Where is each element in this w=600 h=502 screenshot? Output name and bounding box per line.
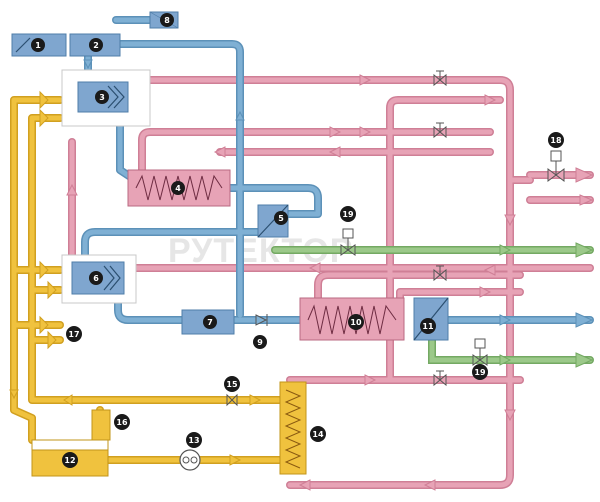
svg-text:15: 15 (226, 380, 238, 389)
arrow-green (575, 242, 594, 258)
valve-18 (547, 150, 565, 182)
number-markers: 1 2 3 4 5 6 7 8 9 10 11 12 13 14 15 16 1… (31, 13, 564, 468)
marker-19-bottom: 19 (472, 364, 488, 380)
svg-text:5: 5 (278, 214, 284, 223)
marker-1: 1 (31, 38, 45, 52)
valve-steam-380 (433, 370, 447, 387)
valves (226, 70, 565, 407)
arrow-green (499, 244, 512, 256)
check-valve-15 (226, 393, 238, 407)
arrow-blue (575, 312, 594, 328)
arrow-pink (484, 94, 497, 106)
arrow-pink (213, 146, 226, 158)
marker-14: 14 (310, 426, 326, 442)
svg-text:10: 10 (350, 318, 362, 327)
components (11, 11, 449, 477)
marker-2: 2 (89, 38, 103, 52)
arrow-yellow (39, 90, 49, 110)
arrow-yellow (9, 389, 19, 400)
svg-text:19: 19 (474, 368, 486, 377)
arrow-pink (359, 126, 372, 138)
arrow-pink (66, 183, 78, 196)
svg-text:13: 13 (188, 436, 199, 445)
arrow-yellow (39, 108, 49, 128)
marker-9: 9 (253, 335, 267, 349)
component-16-box (91, 409, 111, 441)
green-pipes (271, 246, 594, 364)
arrow-pink (359, 74, 372, 86)
marker-13: 13 (186, 432, 202, 448)
marker-3: 3 (95, 90, 109, 104)
marker-16: 16 (114, 414, 130, 430)
arrow-pink (483, 264, 496, 276)
svg-text:19: 19 (342, 210, 354, 219)
valve-19-bottom (472, 338, 488, 366)
arrow-yellow (63, 394, 73, 406)
svg-text:14: 14 (312, 430, 324, 439)
marker-11: 11 (420, 318, 436, 334)
marker-18: 18 (548, 132, 564, 148)
marker-12: 12 (62, 452, 78, 468)
arrow-pink (579, 194, 594, 206)
arrow-yellow (39, 260, 49, 280)
marker-17: 17 (66, 326, 82, 342)
flow-arrows (9, 59, 594, 491)
valve-19-top (340, 228, 356, 256)
arrow-blue (499, 314, 512, 326)
svg-text:11: 11 (422, 322, 434, 331)
marker-6: 6 (89, 271, 103, 285)
svg-text:2: 2 (93, 41, 99, 50)
valve-steam-275 (433, 265, 447, 282)
svg-text:1: 1 (35, 41, 41, 50)
arrow-pink (364, 374, 377, 386)
svg-text:3: 3 (99, 93, 105, 102)
marker-8: 8 (160, 13, 174, 27)
valve-mid (433, 122, 447, 139)
arrow-pink (328, 146, 341, 158)
svg-text:17: 17 (68, 330, 79, 339)
svg-text:16: 16 (116, 418, 128, 427)
marker-19-top: 19 (340, 206, 356, 222)
svg-text:6: 6 (93, 274, 99, 283)
arrow-yellow (47, 330, 57, 350)
arrow-pink (298, 479, 311, 491)
arrow-yellow (229, 454, 242, 466)
arrow-pink (329, 126, 342, 138)
marker-5: 5 (274, 211, 288, 225)
marker-10: 10 (348, 314, 364, 330)
svg-text:8: 8 (164, 16, 170, 25)
arrow-green (499, 354, 512, 366)
valve-top (433, 70, 447, 87)
svg-text:18: 18 (550, 136, 562, 145)
arrow-blue (83, 59, 93, 70)
arrow-pink (479, 286, 492, 298)
arrow-blue (235, 110, 245, 121)
pink-pipes (68, 76, 594, 489)
arrow-yellow (47, 280, 57, 300)
check-valve-9 (255, 314, 268, 326)
arrow-pink (308, 262, 321, 274)
component-14-exchanger (279, 381, 307, 475)
svg-text:12: 12 (64, 456, 75, 465)
arrow-green (575, 352, 594, 368)
svg-text:7: 7 (207, 318, 213, 327)
marker-4: 4 (171, 181, 185, 195)
arrow-yellow (249, 394, 262, 406)
svg-text:9: 9 (257, 338, 263, 347)
component-13-pump (179, 449, 201, 471)
arrow-yellow (39, 315, 49, 335)
svg-text:4: 4 (175, 184, 181, 193)
arrow-pink (504, 214, 516, 227)
arrow-pink (504, 409, 516, 422)
arrow-pink-large (575, 167, 594, 183)
marker-7: 7 (203, 315, 217, 329)
marker-15: 15 (224, 376, 240, 392)
arrow-pink (423, 479, 436, 491)
